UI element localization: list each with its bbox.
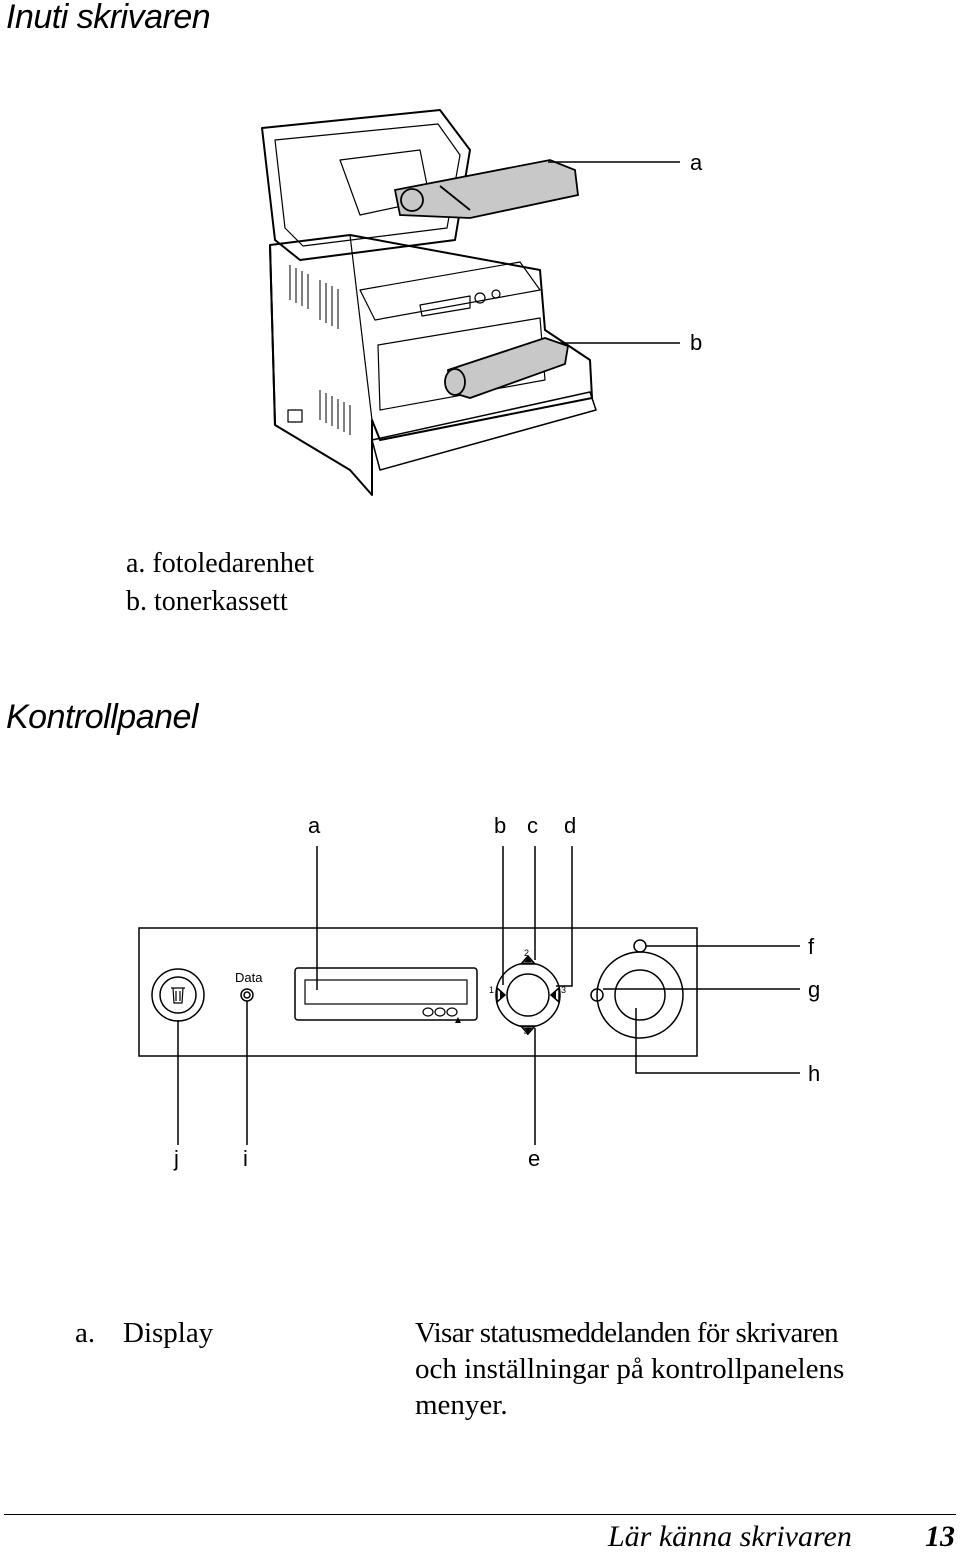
d-pad-center [506, 973, 550, 1017]
callout-b: b [690, 330, 703, 355]
ready-light [633, 939, 647, 953]
description-line-1: Visar statusmeddelanden för skrivaren [415, 1317, 839, 1349]
footer-chapter: Lär känna skrivaren [608, 1520, 852, 1553]
start-stop-ring [596, 951, 684, 1039]
page-number: 13 [925, 1520, 955, 1553]
panel-callout-b: b [494, 813, 507, 838]
caption-b: b. tonerkassett [126, 586, 288, 617]
caption-a: a. fotoledarenhet [126, 548, 315, 579]
d-pad-outer [495, 962, 561, 1028]
printer-cover [261, 109, 471, 261]
description-line-3: menyer. [415, 1389, 508, 1421]
data-label: Data [235, 970, 263, 985]
arrow-number-4: 4 [524, 1027, 529, 1037]
panel-callout-j: j [174, 1146, 179, 1171]
definition-letter: a. [75, 1317, 96, 1349]
panel-callout-f: f [808, 934, 815, 959]
control-panel-outline [138, 927, 698, 1057]
cancel-button [159, 976, 197, 1014]
panel-callout-h: h [808, 1061, 821, 1086]
arrow-number-1: 1 [489, 985, 494, 995]
start-stop-button [614, 969, 666, 1021]
section-title-control-panel: Kontrollpanel [6, 698, 198, 736]
definition-term: Display [123, 1317, 214, 1349]
error-light [590, 988, 604, 1002]
callout-a: a [690, 150, 703, 175]
arrow-number-2: 2 [524, 948, 529, 958]
down-arrow-icon [519, 1025, 537, 1036]
photoconductor-unit [393, 159, 579, 219]
data-light [240, 988, 254, 1002]
panel-callout-c: c [527, 813, 538, 838]
panel-callout-a: a [308, 813, 321, 838]
footer-rule [4, 1514, 956, 1515]
definition-description: Visar statusmeddelanden för skrivaren oc… [415, 1315, 955, 1423]
printer-illustration [261, 109, 680, 496]
arrow-number-3: 3 [561, 985, 566, 995]
lcd-display [294, 967, 478, 1021]
trash-icon [171, 987, 185, 1004]
control-panel-diagram: Data 1 2 3 4 [138, 846, 800, 1145]
panel-callout-g: g [808, 977, 821, 1002]
panel-callout-e: e [528, 1146, 541, 1171]
toner-cartridge [444, 337, 570, 399]
section-title-inside-printer: Inuti skrivaren [6, 0, 211, 36]
callout-lines [177, 846, 800, 1145]
description-line-2: och inställningar på kontrollpanelens [415, 1353, 845, 1385]
panel-callout-d: d [564, 813, 577, 838]
up-arrow-icon [519, 954, 537, 965]
panel-callout-i: i [243, 1146, 248, 1171]
